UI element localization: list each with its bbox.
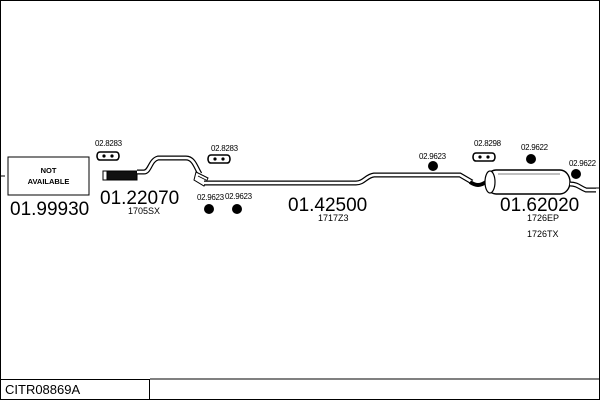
part-sub2-p4: 1726TX: [527, 229, 559, 239]
rear-silencer: [468, 169, 600, 195]
not-available-box: NOT AVAILABLE: [7, 156, 90, 196]
not-available-line1: NOT: [41, 166, 57, 175]
bolt-icon-a4: [232, 204, 242, 214]
part-sub-p4: 1726EP: [527, 213, 559, 223]
part-sub-p3: 1717Z3: [318, 213, 349, 223]
clamp-icon-a6: [472, 152, 496, 162]
accessory-label-a3: 02.9623: [197, 193, 225, 202]
reference-code: CITR08869A: [5, 382, 81, 397]
accessory-label-a2: 02.8283: [211, 144, 239, 153]
part-number-p4: 01.62020: [500, 195, 579, 216]
bolt-icon-a3: [204, 204, 214, 214]
accessory-label-a1: 02.8283: [95, 139, 123, 148]
reference-box: CITR08869A: [0, 379, 150, 400]
middle-pipe: [204, 172, 474, 186]
bolt-icon-a7: [526, 154, 536, 164]
part-sub-p2: 1705SX: [128, 206, 160, 216]
accessory-label-a8: 02.9622: [569, 159, 597, 168]
part-number-p2: 01.22070: [100, 188, 179, 209]
rubber-mount-icon-a1: [96, 151, 120, 161]
part-number-p3: 01.42500: [288, 195, 367, 216]
not-available-line2: AVAILABLE: [28, 177, 70, 186]
front-pipe: [102, 155, 203, 181]
rubber-mount-icon-a2: [207, 154, 231, 164]
accessory-label-a4: 02.9623: [225, 192, 253, 201]
accessory-label-a5: 02.9623: [419, 152, 447, 161]
accessory-label-a7: 02.9622: [521, 143, 549, 152]
bolt-icon-a8: [571, 169, 581, 179]
accessory-label-a6: 02.8298: [474, 139, 502, 148]
bolt-icon-a5: [428, 161, 438, 171]
part-number-p1: 01.99930: [10, 199, 89, 220]
